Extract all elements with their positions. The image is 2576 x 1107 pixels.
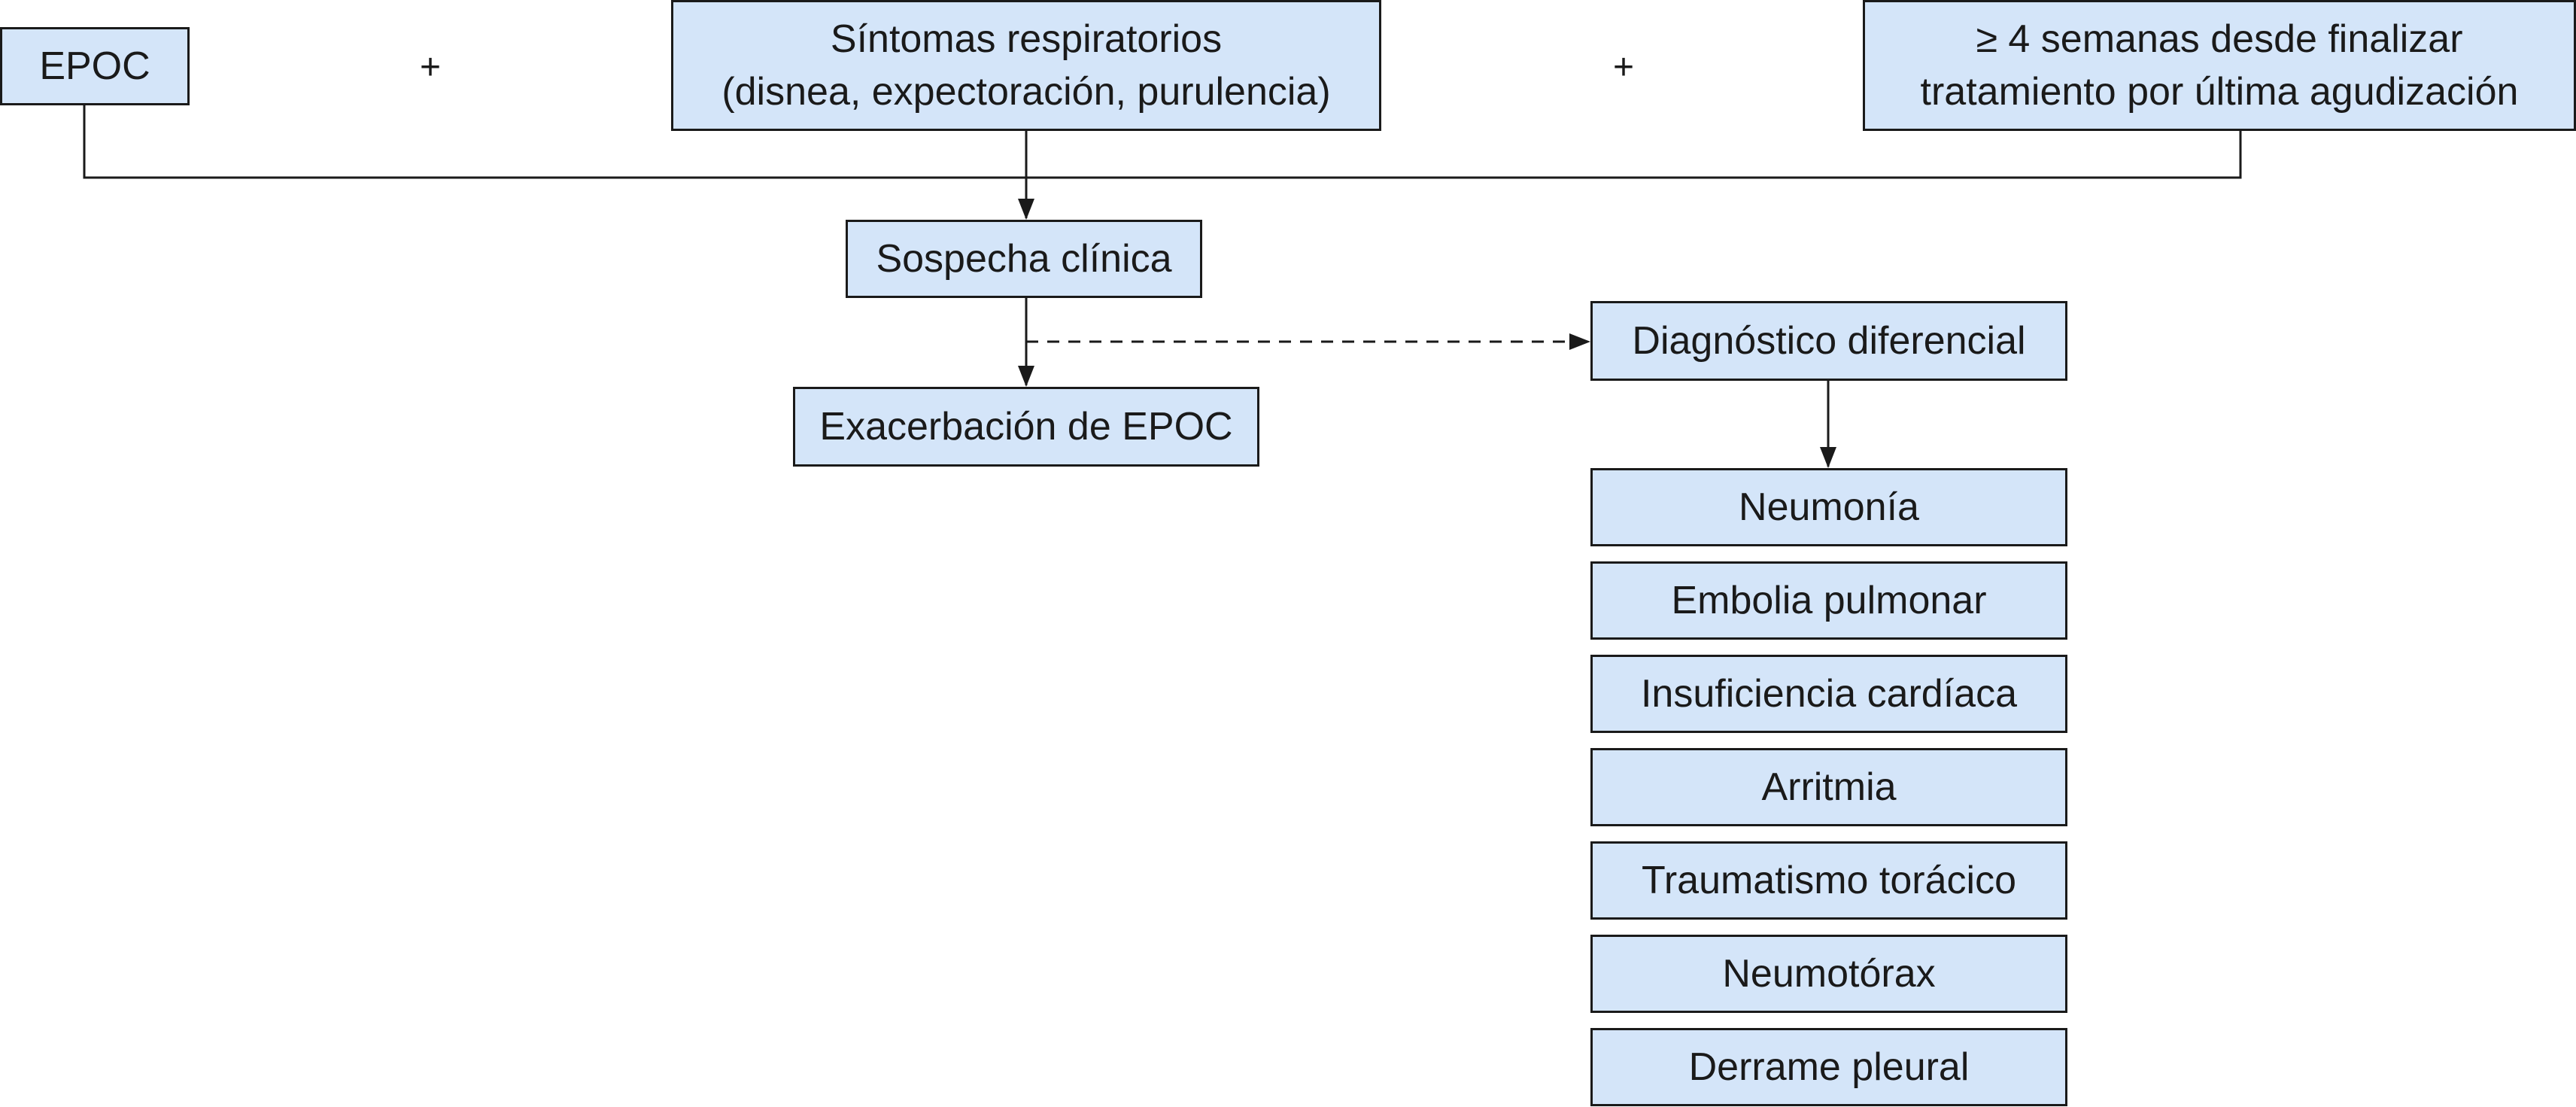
exacerbation-box: Exacerbación de EPOC [793,387,1259,467]
plus-sign-2: + [1612,47,1635,87]
weeks-box: ≥ 4 semanas desde finalizar tratamiento … [1863,0,2576,131]
suspicion-box: Sospecha clínica [846,220,1202,298]
differential-item-label: Derrame pleural [1688,1045,1970,1089]
symptoms-line-1: Síntomas respiratorios [830,17,1223,61]
differential-item-label: Arritmia [1761,765,1897,809]
differential-item-heart-failure: Insuficiencia cardíaca [1590,655,2067,733]
exacerbation-label: Exacerbación de EPOC [819,405,1233,449]
differential-item-chest-trauma: Traumatismo torácico [1590,841,2067,920]
differential-item-pulmonary-embolism: Embolia pulmonar [1590,561,2067,640]
differential-item-label: Insuficiencia cardíaca [1640,672,2018,716]
symptoms-box: Síntomas respiratorios (disnea, expector… [671,0,1381,131]
differential-item-label: Embolia pulmonar [1671,579,1987,622]
weeks-line-1: ≥ 4 semanas desde finalizar [1976,17,2463,61]
weeks-line-2: tratamiento por última agudización [1920,70,2519,114]
plus-sign-1: + [419,47,442,87]
epoc-box: EPOC [0,27,190,105]
symptoms-line-2: (disnea, expectoración, purulencia) [721,70,1331,114]
differential-item-pleural-effusion: Derrame pleural [1590,1028,2067,1106]
differential-item-label: Neumonía [1739,485,1919,529]
differential-item-pneumothorax: Neumotórax [1590,935,2067,1013]
epoc-label: EPOC [39,44,150,88]
suspicion-label: Sospecha clínica [876,237,1172,281]
differential-item-pneumonia: Neumonía [1590,468,2067,546]
differential-item-label: Traumatismo torácico [1642,859,2016,902]
differential-item-arrhythmia: Arritmia [1590,748,2067,826]
differential-item-label: Neumotórax [1722,952,1936,996]
differential-box: Diagnóstico diferencial [1590,301,2067,381]
differential-label: Diagnóstico diferencial [1632,319,2026,363]
